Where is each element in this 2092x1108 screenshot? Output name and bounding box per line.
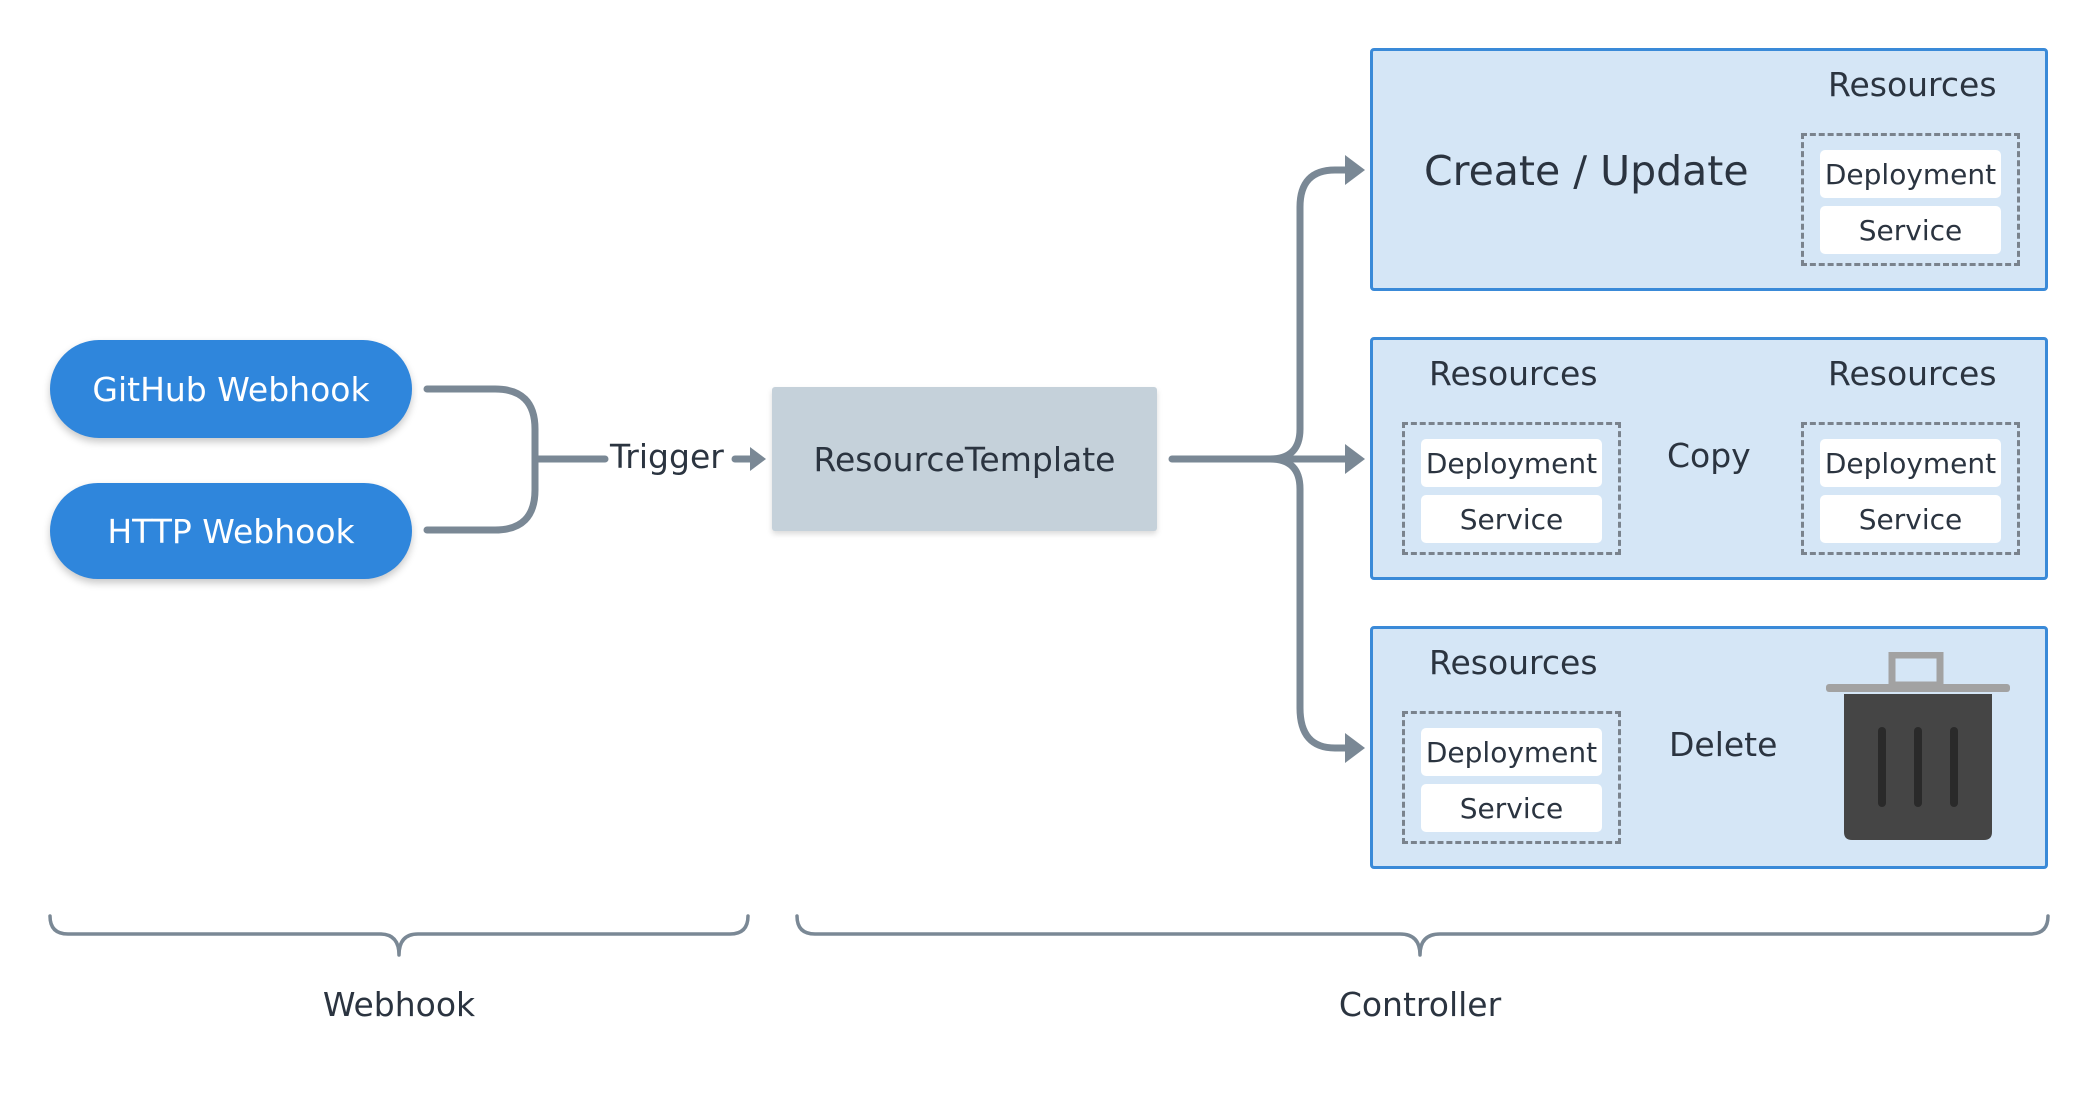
copy-target-deployment-chip: Deployment xyxy=(1820,439,2001,487)
copy-branch-arrowhead xyxy=(1345,444,1365,474)
http-connector xyxy=(423,455,539,534)
create-deployment-chip: Deployment xyxy=(1820,150,2001,198)
http-webhook-node: HTTP Webhook xyxy=(50,483,412,579)
github-connector xyxy=(423,385,609,463)
create-update-title: Create / Update xyxy=(1424,147,1749,195)
copy-left-resources-label: Resources xyxy=(1429,354,1598,393)
create-service-chip: Service xyxy=(1820,206,2001,254)
copy-source-service-chip: Service xyxy=(1421,495,1602,543)
copy-right-resources-label: Resources xyxy=(1828,354,1997,393)
create-arrowhead xyxy=(1345,155,1365,185)
webhook-brace xyxy=(48,914,750,957)
copy-source-deployment-chip: Deployment xyxy=(1421,439,1602,487)
create-resources-label: Resources xyxy=(1828,65,1997,104)
github-webhook-node: GitHub Webhook xyxy=(50,340,412,438)
copy-target-service-chip: Service xyxy=(1820,495,2001,543)
trash-icon xyxy=(1826,652,2010,840)
delete-action-label: Delete xyxy=(1669,725,1778,764)
controller-brace xyxy=(795,914,2050,957)
copy-target-group xyxy=(1801,422,2020,555)
delete-branch xyxy=(1266,455,1352,752)
delete-resources-label: Resources xyxy=(1429,643,1598,682)
delete-deployment-chip: Deployment xyxy=(1421,728,1602,776)
copy-action-label: Copy xyxy=(1667,436,1751,475)
delete-branch-arrowhead xyxy=(1345,733,1365,763)
delete-resources-group xyxy=(1402,711,1621,844)
resource-template-node: ResourceTemplate xyxy=(772,387,1157,531)
webhook-group-label: Webhook xyxy=(322,985,476,1024)
copy-source-group xyxy=(1402,422,1621,555)
create-resources-group xyxy=(1801,133,2020,266)
controller-group-label: Controller xyxy=(1338,985,1502,1024)
create-branch xyxy=(1266,166,1352,463)
delete-service-chip: Service xyxy=(1421,784,1602,832)
trigger-label: Trigger xyxy=(610,437,724,476)
trigger-arrowhead xyxy=(750,447,766,471)
